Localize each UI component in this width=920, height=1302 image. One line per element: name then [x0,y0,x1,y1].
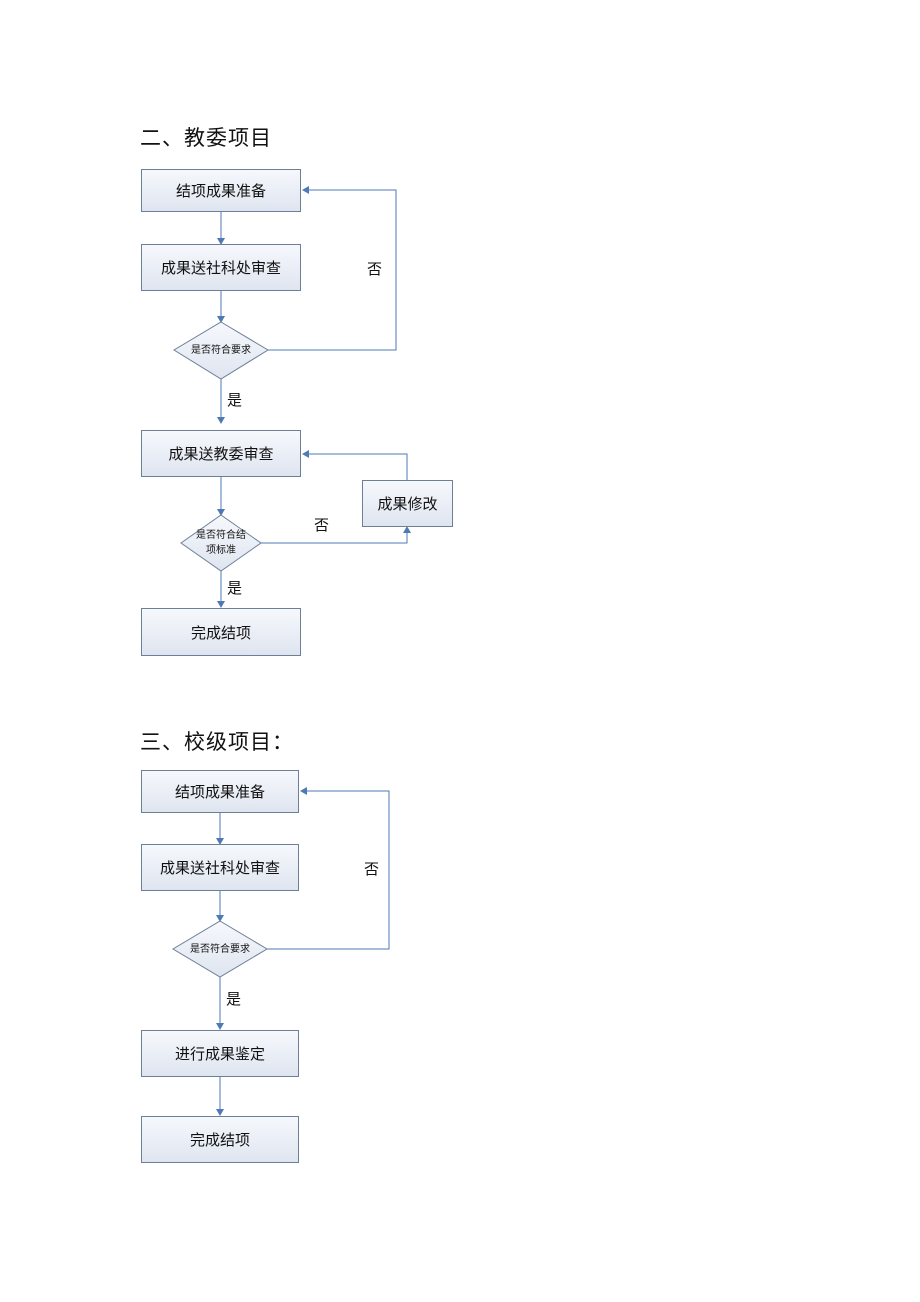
s3-step-appraisal[interactable]: 进行成果鉴定 [141,1030,299,1077]
section3-title: 三、校级项目： [140,730,294,754]
s3-step-complete[interactable]: 完成结项 [141,1116,299,1163]
s2-label-yes-1: 是 [227,391,243,409]
s2-arrow-revise-to-commission [308,453,408,480]
s3-label-yes: 是 [226,990,242,1008]
s2-arrow-decision-no-to-revise [261,531,408,544]
s3-step-prepare[interactable]: 结项成果准备 [141,770,299,813]
s2-label-no-2: 否 [314,516,330,534]
s2-step-revise[interactable]: 成果修改 [362,480,453,527]
s3-decision-requirements-label: 是否符合要求 [190,943,250,955]
s2-decision-requirements-label: 是否符合要求 [191,345,251,356]
s3-decision-requirements-diamond [172,920,268,978]
s2-step-commission-review[interactable]: 成果送教委审查 [141,430,301,477]
s2-loop-no-to-prepare [268,189,397,351]
s2-label-no-1: 否 [367,260,383,278]
s2-step-complete[interactable]: 完成结项 [141,608,301,656]
s3-loop-no-to-prepare [267,790,390,950]
s2-step-prepare[interactable]: 结项成果准备 [141,169,301,212]
s2-decision-standard-line1: 是否符合结 [196,530,246,541]
s2-step-social-review[interactable]: 成果送社科处审查 [141,244,301,291]
s3-label-no: 否 [364,860,380,878]
s2-decision-requirements-diamond [173,321,269,380]
s2-decision-standard-label: 是否符合结 项标准 [181,515,261,571]
s3-step-social-review[interactable]: 成果送社科处审查 [141,844,299,891]
s2-decision-standard-diamond [180,514,262,572]
s2-decision-standard-line2: 项标准 [206,545,236,556]
section2-title: 二、教委项目 [140,126,272,150]
s2-label-yes-2: 是 [227,579,243,597]
